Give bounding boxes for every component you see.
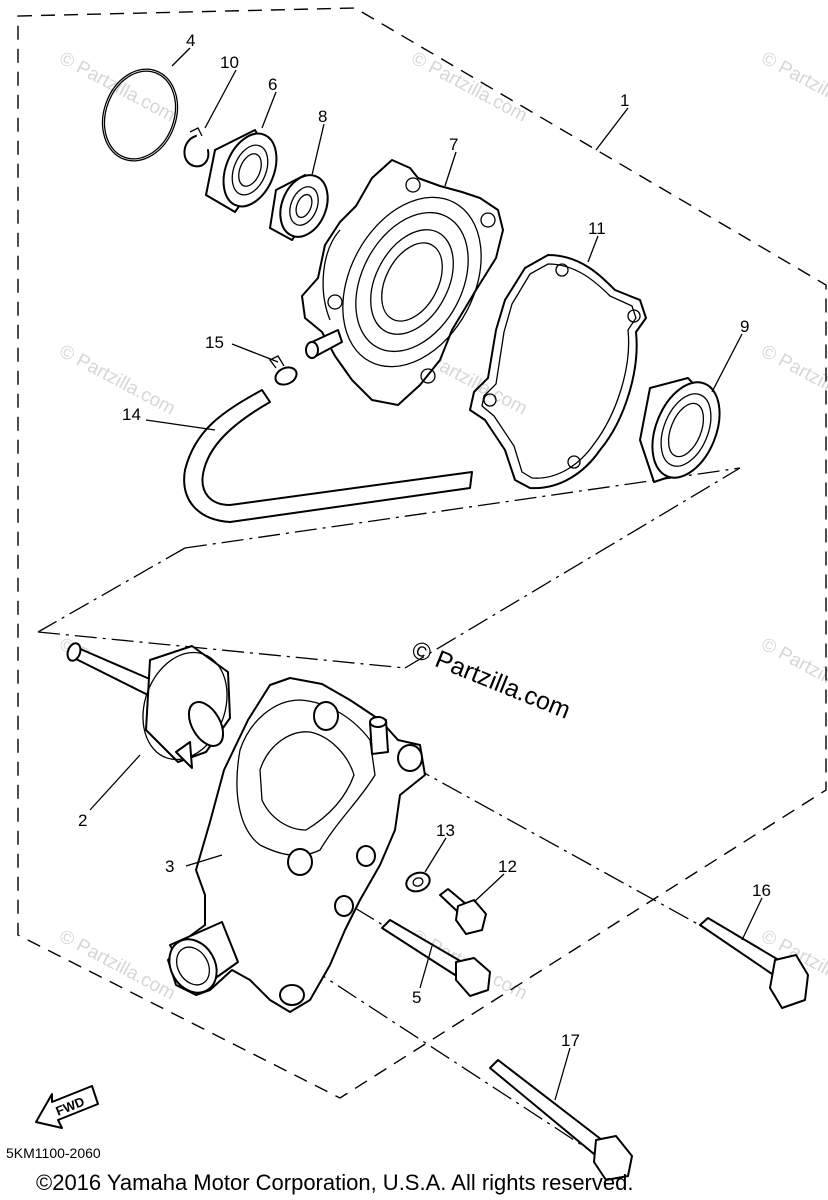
- bearing-housing-cover: [301, 159, 504, 406]
- o-ring-inner-edge: [103, 70, 177, 160]
- part-label-8: 8: [318, 107, 327, 126]
- circlip-tab: [189, 127, 203, 137]
- watermark-text: © Partzilla.com: [56, 341, 179, 420]
- part-label-1: 1: [620, 91, 629, 110]
- water-pump-housing: [167, 677, 426, 1013]
- part-label-15: 15: [205, 333, 224, 352]
- part-label-12: 12: [498, 857, 517, 876]
- leader-lines: [89, 47, 763, 1101]
- o-ring: [101, 68, 179, 162]
- bolt-medium: [381, 919, 491, 997]
- part-number-labels: 1 2 3 4 5 6 7 8 9 10 11 12 13 14 15 16 1…: [78, 31, 771, 1050]
- watermark-text: © Partzilla.com: [408, 48, 531, 127]
- alignment-lines: [37, 467, 791, 1171]
- part-label-6: 6: [268, 75, 277, 94]
- part-label-9: 9: [740, 317, 749, 336]
- part-label-10: 10: [220, 53, 239, 72]
- diagram-code: 5KM1100-2060: [6, 1145, 101, 1161]
- partzilla-watermark: © Partzilla.com: [408, 636, 575, 725]
- part-label-3: 3: [165, 857, 174, 876]
- watermark-text: © Partzilla.com: [56, 926, 179, 1005]
- bearing-small: [269, 174, 329, 241]
- part-label-4: 4: [186, 31, 195, 50]
- bearing-large: [205, 129, 278, 213]
- breather-hose: [183, 389, 473, 523]
- part-label-14: 14: [122, 405, 141, 424]
- part-label-13: 13: [436, 821, 455, 840]
- part-label-2: 2: [78, 811, 87, 830]
- impeller-shaft: [66, 642, 231, 769]
- oil-seal: [639, 377, 721, 483]
- part-label-7: 7: [449, 135, 458, 154]
- assembly-boundary-outline: [17, 7, 827, 1099]
- watermark-text: © Partzilla.com: [758, 634, 828, 713]
- copyright-notice: ©2016 Yamaha Motor Corporation, U.S.A. A…: [36, 1170, 633, 1195]
- watermark-text: © Partzilla.com: [758, 341, 828, 420]
- part-label-17: 17: [561, 1031, 580, 1050]
- bolt-long: [699, 917, 809, 1009]
- part-label-16: 16: [752, 881, 771, 900]
- circlip: [183, 135, 210, 168]
- gasket: [469, 254, 647, 490]
- hose-clamp: [269, 355, 298, 386]
- bolt-extra-long: [489, 1059, 633, 1181]
- bolt-short: [439, 888, 487, 935]
- washer: [405, 871, 431, 893]
- part-label-5: 5: [412, 988, 421, 1007]
- part-label-11: 11: [588, 219, 606, 238]
- watermark-text: © Partzilla.com: [758, 48, 828, 127]
- fwd-arrow-icon: FWD: [35, 1085, 99, 1129]
